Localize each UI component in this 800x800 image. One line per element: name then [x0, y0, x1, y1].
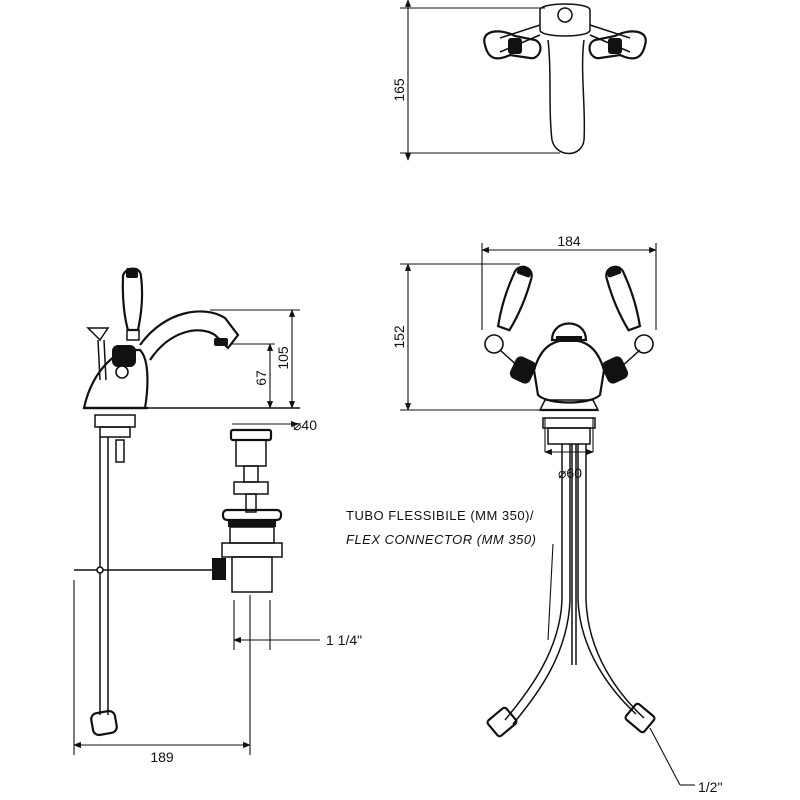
front-view: 184 152 ⌀60 — [346, 233, 722, 795]
dimension-105: 105 — [275, 346, 291, 370]
dimension-189: 189 — [150, 749, 174, 765]
dimension-67: 67 — [253, 370, 269, 386]
note-leader-line — [547, 543, 554, 641]
dimension-152: 152 — [391, 325, 407, 349]
top-view: 165 — [391, 0, 647, 161]
dimension-thread-1-2: 1/2" — [698, 779, 722, 795]
side-view: 105 67 ⌀40 1 1/4" 189 — [73, 267, 362, 765]
flex-connector-note-line1: TUBO FLESSIBILE (MM 350)/ — [346, 508, 534, 523]
pop-up-waste: ⌀40 1 1/4" — [212, 417, 362, 650]
dimension-diameter-40: ⌀40 — [293, 417, 317, 433]
dimension-184: 184 — [557, 233, 581, 249]
dimension-thread-1-1-4: 1 1/4" — [326, 632, 362, 648]
dimension-165: 165 — [391, 78, 407, 102]
flex-connector-note-line2: FLEX CONNECTOR (MM 350) — [346, 532, 536, 547]
